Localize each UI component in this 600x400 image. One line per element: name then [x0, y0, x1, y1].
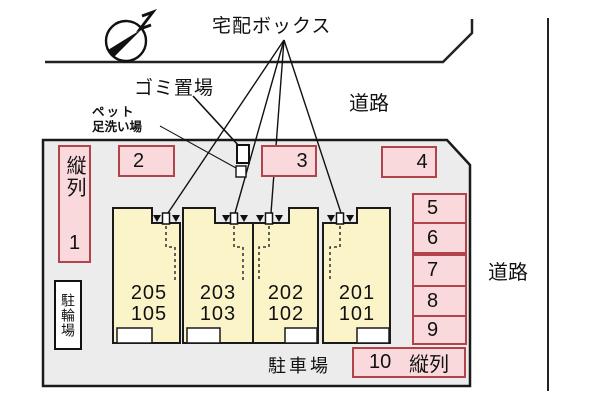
- lower-room-number: 105: [130, 303, 168, 325]
- upper-room-number: 201: [338, 282, 376, 304]
- parking-space-number: 2: [133, 149, 145, 172]
- road-label-right: 道路: [488, 262, 528, 284]
- upper-room-number: 203: [199, 282, 237, 304]
- upper-room-number: 205: [130, 282, 168, 304]
- parking-space-9: 9: [412, 315, 467, 345]
- pet-wash-marker: [235, 165, 247, 178]
- unit-room-numbers-203-103: 203 103: [183, 283, 253, 325]
- pet-wash-leader-line: [159, 125, 237, 169]
- parking-space-6: 6: [412, 222, 467, 254]
- entrance-triangle-icons: [153, 215, 354, 222]
- lower-room-number: 102: [267, 303, 305, 325]
- delivery-box-leader-lines: [167, 39, 342, 214]
- garbage-area-marker: [236, 144, 250, 164]
- parking-lot-label: 駐車場: [268, 356, 331, 376]
- parking-space-number: 5: [427, 197, 439, 219]
- parking-space-5: 5: [412, 193, 467, 224]
- parking-space-number: 9: [427, 318, 439, 341]
- upper-room-number: 202: [267, 282, 305, 304]
- unit-room-numbers-205-105: 205 105: [114, 283, 184, 325]
- delivery-box-label: 宅配ボックス: [212, 16, 332, 37]
- parking-space-2: 2: [118, 145, 175, 177]
- lower-room-number: 103: [199, 303, 237, 325]
- parking-space-10-tandem: 10 縦列: [352, 347, 466, 378]
- parking-space-8: 8: [412, 285, 467, 317]
- parking-space-number: 4: [416, 150, 428, 173]
- parking-space-number: 1: [68, 232, 81, 254]
- lower-room-number: 101: [338, 303, 376, 325]
- parking-space-number: 3: [296, 149, 308, 172]
- building-unit-205-105: [112, 207, 181, 344]
- building-unit-202-102: [252, 207, 319, 344]
- unit-entrance-markers: [153, 212, 354, 225]
- tandem-label-space-10: 縦列: [409, 354, 449, 376]
- north-arrow-icon: [104, 9, 158, 63]
- garbage-area-leader-line: [192, 95, 240, 147]
- building-unit-201-101: [322, 207, 391, 344]
- parking-space-4: 4: [381, 146, 437, 178]
- unit-room-numbers-201-101: 201 101: [322, 283, 392, 325]
- pet-wash-label-line2: 足洗い場: [92, 120, 143, 134]
- entry-path-dashed-lines: [165, 226, 341, 282]
- garbage-area-label: ゴミ置場: [134, 78, 215, 99]
- parking-space-7: 7: [412, 254, 467, 287]
- bicycle-parking-box: 駐輪場: [54, 280, 82, 350]
- parking-space-3: 3: [261, 145, 317, 177]
- road-label-top: 道路: [349, 93, 389, 115]
- parking-space-number: 7: [427, 259, 439, 281]
- parking-space-number: 8: [427, 289, 439, 312]
- unit-room-numbers-202-102: 202 102: [251, 283, 321, 325]
- pet-wash-label-line1: ペット: [92, 105, 136, 119]
- bicycle-parking-label: 駐輪場: [60, 292, 76, 338]
- delivery-box-icons: [161, 212, 345, 225]
- tandem-label-space-1: 縦列: [63, 155, 85, 199]
- parking-space-number: 10: [369, 351, 392, 373]
- parking-space-number: 6: [427, 226, 439, 249]
- road-edge-top: [45, 19, 474, 64]
- parking-space-1-tandem: 縦列 1: [58, 145, 91, 263]
- unit-porch-cutouts: [116, 327, 390, 344]
